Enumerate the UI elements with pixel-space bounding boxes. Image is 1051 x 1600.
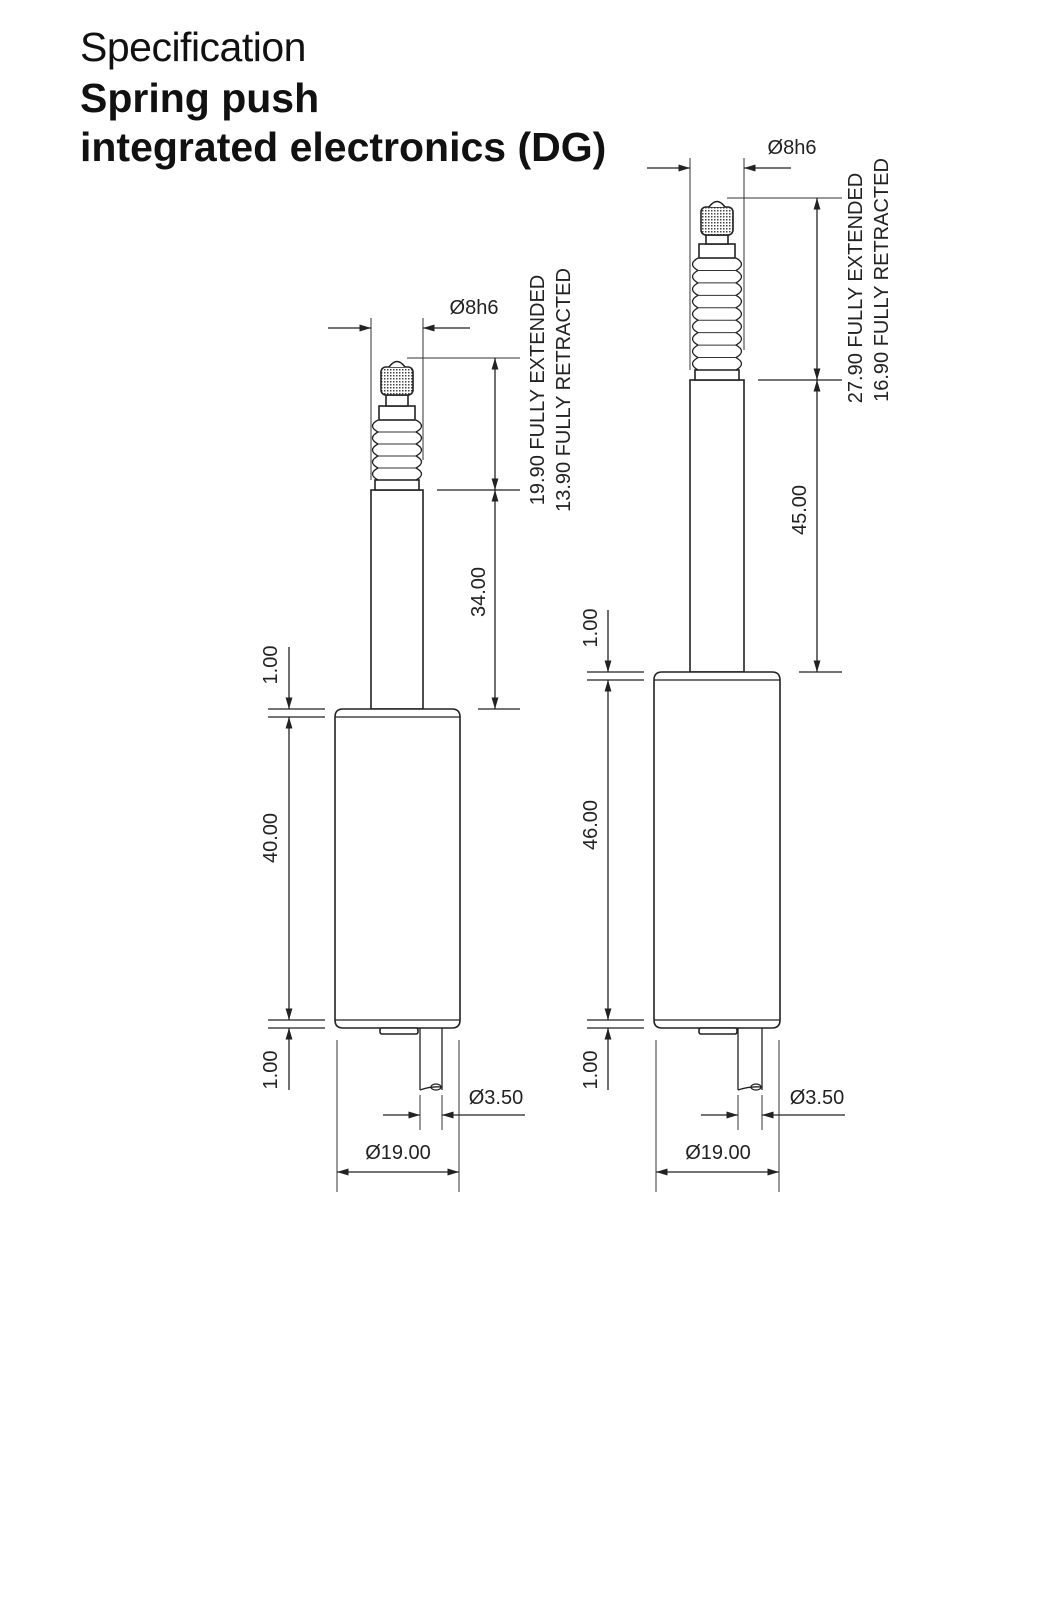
stroke-extended-label: 27.90 FULLY EXTENDED [845,173,867,403]
top-gap-label: 1.00 [260,646,282,685]
cable [419,1028,443,1091]
cable [737,1028,763,1091]
stroke-retracted-label: 13.90 FULLY RETRACTED [553,268,575,512]
rod-length-label: 34.00 [468,567,490,617]
contact-ball [708,200,726,208]
knurled-tip [700,206,734,236]
connector-tab [698,1027,738,1035]
bellows-left [371,419,380,481]
probe-body [653,671,781,1029]
cable-diameter-label: Ø3.50 [469,1087,523,1109]
bottom-gap-label: 1.00 [260,1051,282,1090]
tip-neck [705,234,729,245]
plunger-rod [370,489,424,710]
body-length-label: 46.00 [580,800,602,850]
probe-body [334,708,461,1029]
bellows-collar [694,369,740,381]
contact-ball [388,360,406,368]
tip-neck [385,394,409,407]
rod-length-label: 45.00 [789,485,811,535]
tip-collar [378,405,416,421]
drawing-short-stroke: Ø8h6 19.90 FULLY EXTENDED 13.90 FULLY RE… [260,268,575,1164]
bellows-left [691,257,700,371]
stroke-extended-label: 19.90 FULLY EXTENDED [527,275,549,505]
plunger-rod [689,379,745,673]
tip-diameter-label: Ø8h6 [768,137,817,159]
bellows-right [414,419,423,481]
drawing-long-stroke: Ø8h6 27.90 FULLY EXTENDED 16.90 FULLY RE… [580,137,893,1164]
section-label: Specification [80,24,306,70]
cable-end [430,1083,442,1091]
body-diameter-label: Ø19.00 [685,1142,751,1164]
bellows-right [734,257,743,371]
body-diameter-label: Ø19.00 [365,1142,431,1164]
body-length-label: 40.00 [260,813,282,863]
bottom-gap-label: 1.00 [580,1051,602,1090]
top-gap-label: 1.00 [580,609,602,648]
page-title-line2: integrated electronics (DG) [80,124,607,170]
page-title-line1: Spring push [80,75,320,121]
tip-diameter-label: Ø8h6 [450,297,499,319]
stroke-retracted-label: 16.90 FULLY RETRACTED [871,158,893,402]
bellows-collar [374,479,420,491]
cable-end [750,1083,762,1091]
knurled-tip [380,366,414,396]
tip-collar [698,243,736,259]
connector-tab [379,1027,419,1035]
cable-diameter-label: Ø3.50 [790,1087,844,1109]
